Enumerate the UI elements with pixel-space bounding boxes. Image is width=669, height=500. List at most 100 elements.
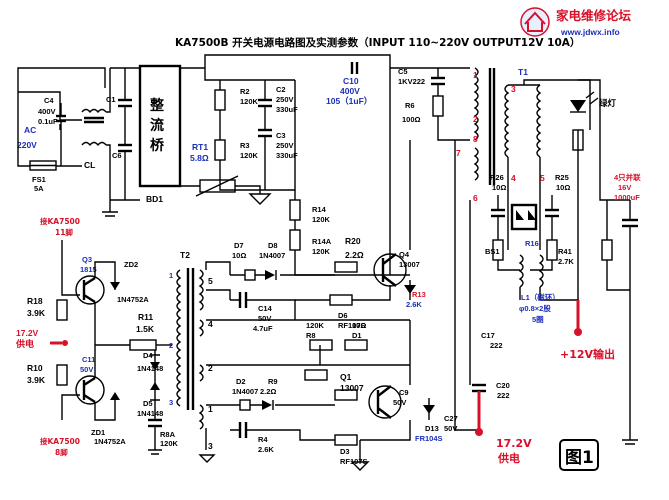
c9-v1: 2.6K [258,445,274,454]
c10-v2: 105（1uF） [326,96,372,106]
c14-v1: 50V [258,314,271,323]
zd1-val: 1N4752A [94,437,126,446]
t1-pin-8: 8 [473,134,478,144]
t2-label: T2 [180,250,190,260]
d12-val: 222 [490,341,503,350]
r3-val: 120K [240,151,259,160]
r3-ref: R3 [240,141,250,150]
c27-v1: 222 [497,391,510,400]
q4-val: 13007 [399,260,420,269]
r8-val: 10Ω [352,321,366,330]
c2-v2: 330uF [276,105,298,114]
d2-val: 2.2Ω [260,387,276,396]
ka7500-bot-line1: 接KA7500 [40,436,80,446]
out-cap-line1: 4只并联 [614,172,641,182]
rt1-ref: RT1 [192,142,208,152]
r2-val: 120K [240,97,259,106]
t1-pin-7: 7 [456,148,461,158]
d8-val: 1N4007 [259,251,285,260]
ka7500-top-line2: 11脚 [55,227,73,237]
r14a-val: 120K [312,247,331,256]
c27-ref: C20 [496,381,510,390]
r18-val: 3.9K [27,308,46,318]
c17-val: 10Ω [492,183,506,192]
t1-pin-3: 3 [511,84,516,94]
c10-v1: 400V [340,86,360,96]
c3-ref: C3 [276,131,286,140]
bridge-text-2: 流 [150,117,164,134]
choke-ref: CL [84,160,95,170]
output-terminal [574,328,582,336]
t2-pin-r1: 1 [208,404,213,414]
r25-ref: R41 [558,247,572,256]
d6-ref: R13 [412,290,426,299]
zd2-ref: ZD2 [124,260,138,269]
c14-ref: C14 [258,304,273,313]
ka7500-bot-line2: 8脚 [55,447,68,457]
supply-left-v: 17.2V [16,328,39,338]
d2-ref: R9 [268,377,278,386]
zd1-ref: ZD1 [91,428,105,437]
c14-v2: 4.7uF [253,324,273,333]
figure-label: 图1 [565,448,594,468]
r14-val: 120K [312,215,331,224]
t1-label: T1 [518,67,528,77]
d1-ref: D2 [236,377,246,386]
r6-val: 100Ω [402,115,421,124]
r8a-val: 120K [306,321,325,330]
schottky-bs1 [510,203,538,231]
d6-val: 2.6K [406,300,422,309]
t1-pin-6: 6 [473,193,478,203]
q2-val: 50V [80,365,93,374]
q1-ref: C9 [399,388,409,397]
c4-ref: C4 [44,96,54,105]
c17-ref: R26 [490,173,504,182]
out-cap-line3: 1000uF [614,193,640,202]
q2-ref: C11 [82,355,95,364]
r10-ref: R10 [27,363,43,373]
r25-val: 2.7K [558,257,574,266]
d4-ref: D4 [143,351,153,360]
t2-pin-r5: 5 [208,276,213,286]
c11-v1: 120K [160,439,179,448]
r9-val: 13007 [340,383,364,393]
brand-logo [520,7,550,37]
zd2-val: 1N4752A [117,295,149,304]
c3-v2: 330uF [276,151,298,160]
r20-ref: R20 [345,236,361,246]
t1-pin-5: 5 [540,173,545,183]
c10-ref: C10 [343,76,359,86]
c5-val: 1KV222 [398,77,425,86]
c20-val: 10Ω [556,183,570,192]
r8a-ref: R8 [306,331,316,340]
page-title: KA7500B 开关电源电路图及实测参数（INPUT 110~220V OUTP… [175,36,580,49]
brand-name: 家电维修论坛 [556,8,632,23]
r18-ref: R18 [27,296,43,306]
d13-val: 50V [444,424,457,433]
c4-v2: 0.1uF [38,117,58,126]
r11-ref: R11 [138,312,153,322]
r9-ref: Q1 [340,372,352,382]
bs1-ref: R16 [525,239,539,248]
r4-ref: D3 [340,447,350,456]
c3-v1: 250V [276,141,294,150]
supply-bottom-terminal [475,428,483,436]
r13-val: RF107S [338,321,366,330]
q3-ref: Q3 [82,255,92,264]
figure-label-box [559,439,599,471]
r20-val: 2.2Ω [345,250,364,260]
r8-ref: D1 [352,331,362,340]
c9-ref: R4 [258,435,268,444]
l1-line3: 5圈 [532,315,544,324]
t2-pin-l1: 1 [169,271,173,280]
t1-pin-1: 1 [473,70,478,80]
r14-ref: R14 [312,205,327,214]
d12-ref: C17 [481,331,495,340]
transistor-q3 [75,275,105,305]
r14a-ref: R14A [312,237,332,246]
thermistor-rt1 [199,179,236,193]
q3-val: 1815 [80,265,97,274]
bridge-text-1: 整 [149,97,165,114]
